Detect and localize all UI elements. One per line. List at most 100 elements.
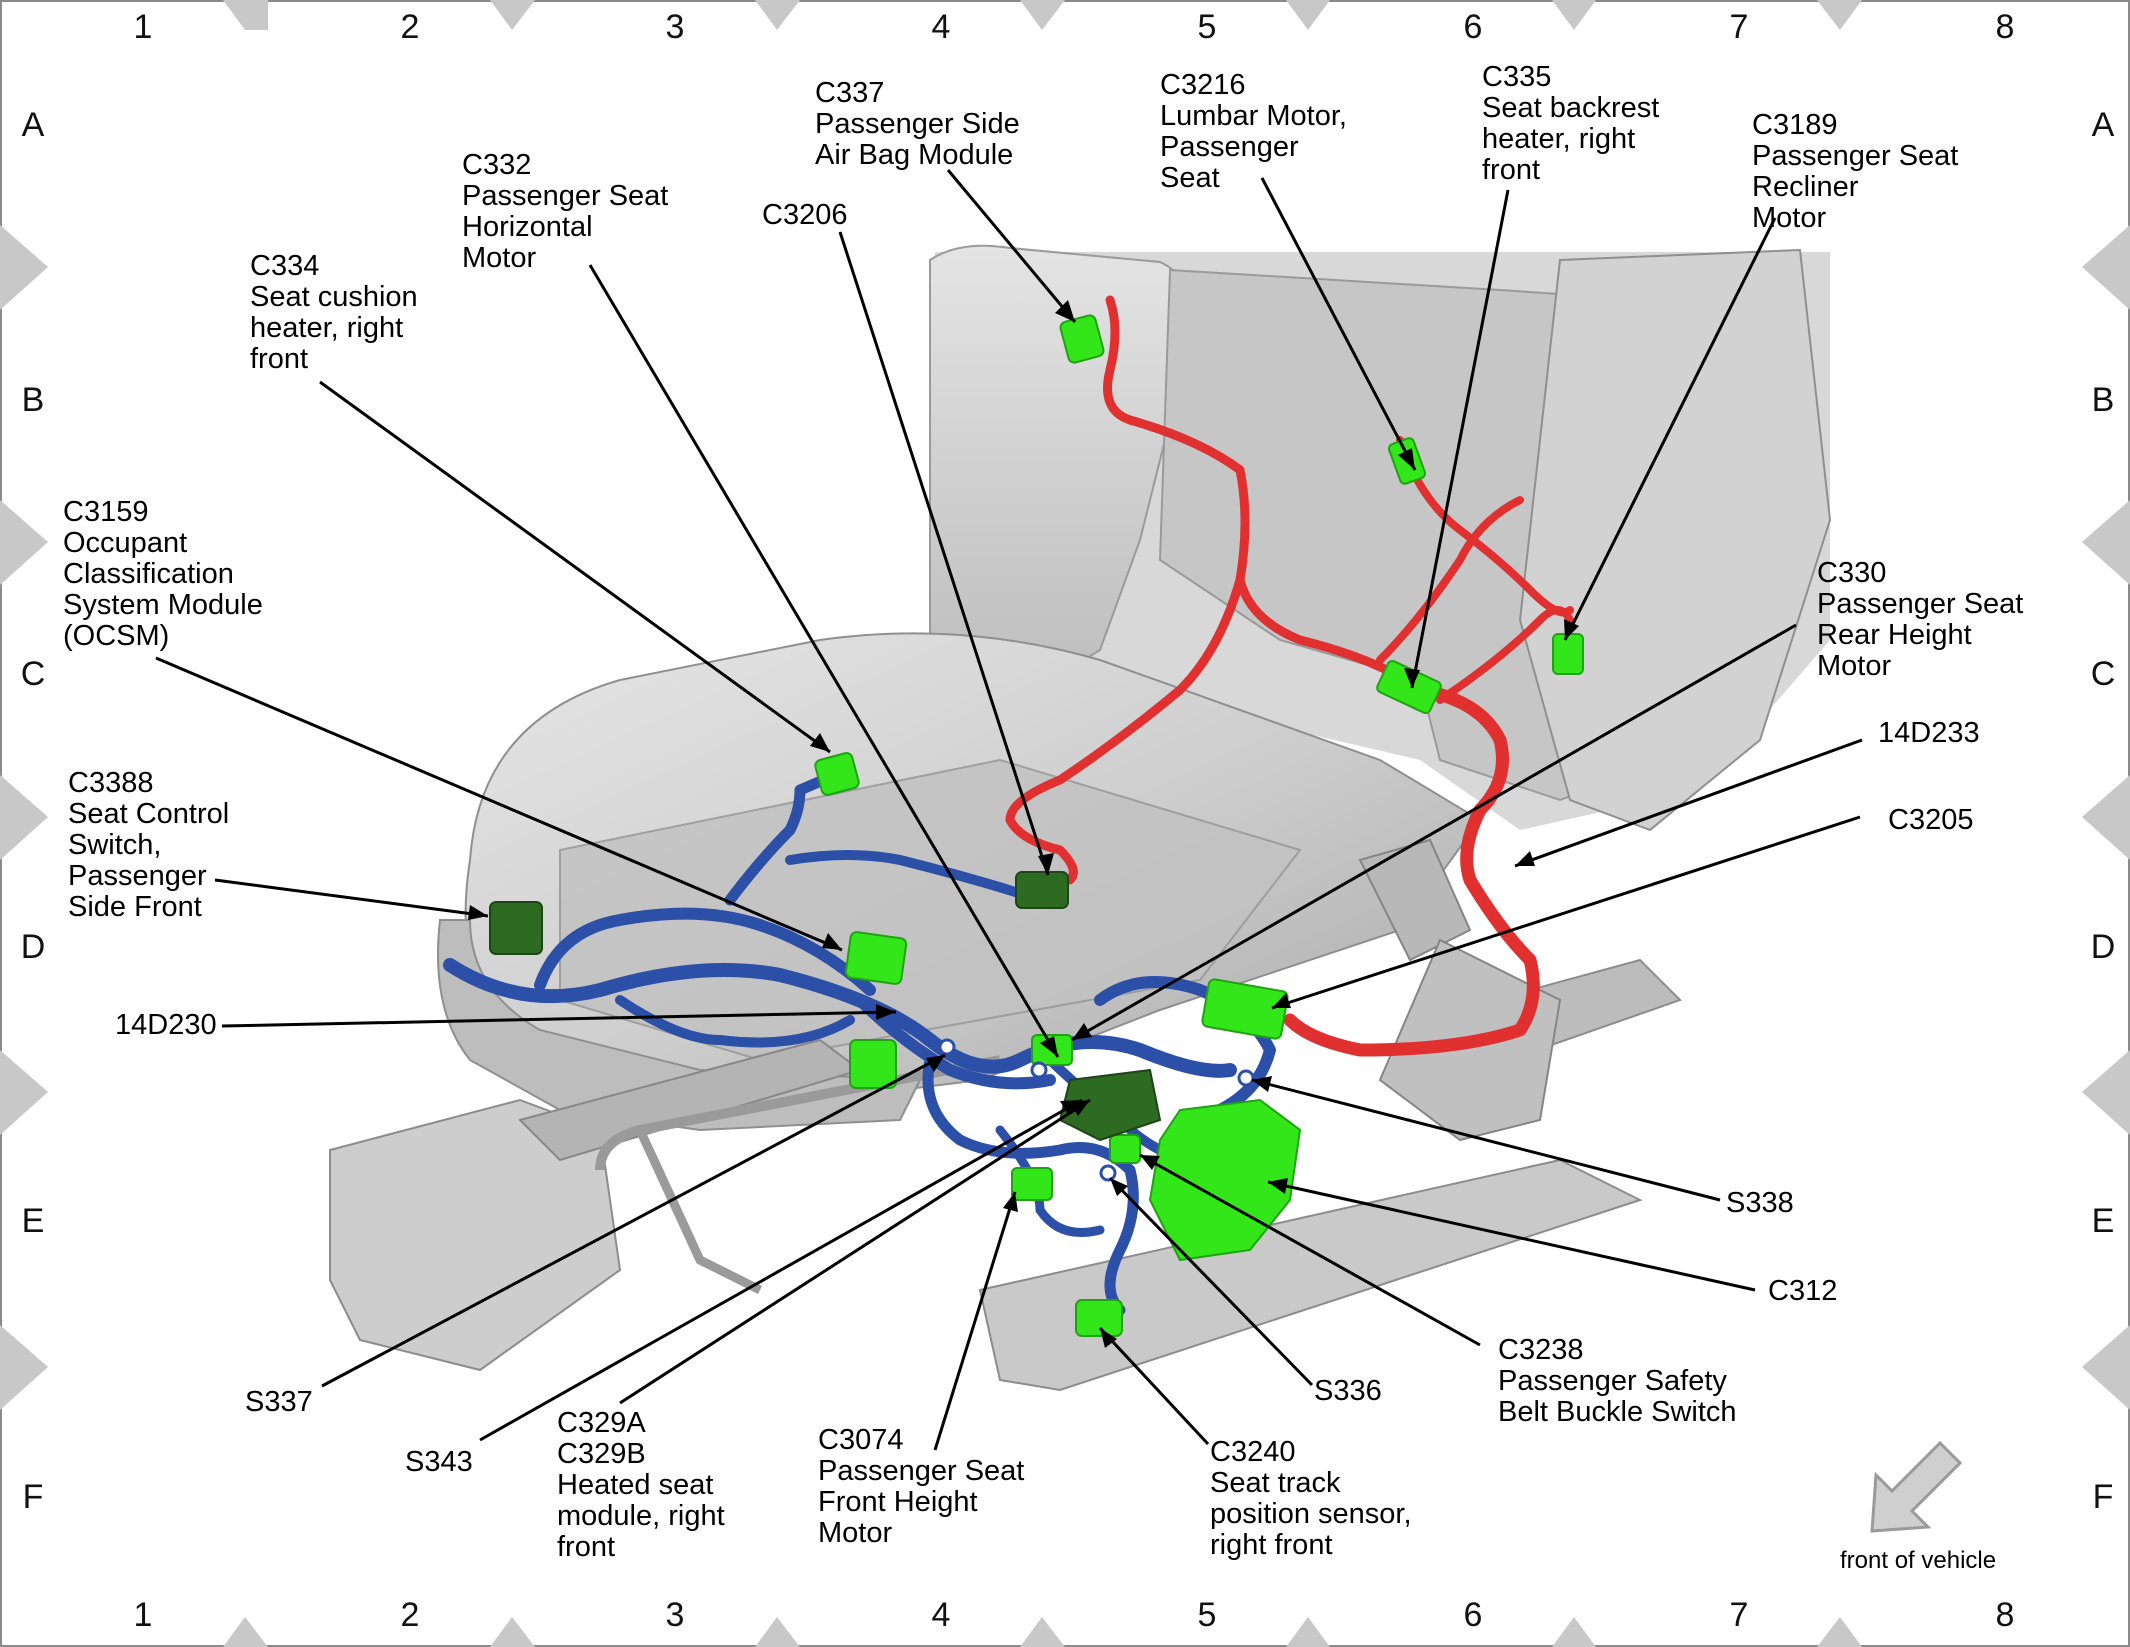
row-label-b: B bbox=[21, 381, 45, 419]
callout-c3240: C3240 Seat track position sensor, right … bbox=[1210, 1437, 1412, 1561]
callout-c3074: C3074 Passenger Seat Front Height Motor bbox=[818, 1425, 1024, 1549]
callout-c334-id: C334 bbox=[250, 250, 320, 282]
callout-c3206-id: C3206 bbox=[762, 199, 848, 231]
col-label-bottom-3: 3 bbox=[665, 1596, 685, 1634]
callout-c3238-id: C3238 bbox=[1498, 1334, 1584, 1366]
callout-s337: S337 bbox=[245, 1387, 313, 1418]
front-of-vehicle-indicator: front of vehicle bbox=[1840, 1435, 2020, 1585]
connector-c3189 bbox=[1552, 633, 1584, 675]
callout-c332-desc-3: Motor bbox=[462, 242, 537, 274]
callout-c3189-id: C3189 bbox=[1752, 109, 1838, 141]
callout-s336-id: S336 bbox=[1314, 1375, 1382, 1407]
callout-s338: S338 bbox=[1726, 1188, 1794, 1219]
row-label-right-b: B bbox=[2091, 381, 2115, 419]
col-label-bottom-4: 4 bbox=[931, 1596, 951, 1634]
callout-c330: C330 Passenger Seat Rear Height Motor bbox=[1817, 558, 2023, 682]
callout-c3388-desc-3: Passenger bbox=[68, 860, 207, 892]
row-label-right-d: D bbox=[2090, 928, 2116, 966]
seat-frame-bar-2 bbox=[635, 1128, 763, 1295]
col-label-8: 8 bbox=[1995, 8, 2015, 46]
callout-c329: C329A C329B Heated seat module, right fr… bbox=[557, 1408, 725, 1563]
callout-c3240-id: C3240 bbox=[1210, 1436, 1296, 1468]
connector-c3205 bbox=[1201, 978, 1289, 1040]
callout-c3216: C3216 Lumbar Motor, Passenger Seat bbox=[1160, 70, 1347, 194]
callout-c332: C332 Passenger Seat Horizontal Motor bbox=[462, 150, 668, 274]
col-label-bottom-7: 7 bbox=[1729, 1596, 1749, 1634]
callout-14d233: 14D233 bbox=[1878, 718, 1980, 749]
callout-c329b-id: C329B bbox=[557, 1438, 646, 1470]
row-label-a: A bbox=[21, 106, 45, 144]
callout-c3388: C3388 Seat Control Switch, Passenger Sid… bbox=[68, 768, 229, 923]
arrow-down-left-icon bbox=[1870, 1440, 1963, 1533]
front-of-vehicle-label: front of vehicle bbox=[1840, 1547, 1997, 1574]
seat-illustration bbox=[329, 244, 1832, 1392]
callout-c3240-desc-3: right front bbox=[1210, 1529, 1333, 1561]
callout-c329-desc-1: Heated seat bbox=[557, 1469, 714, 1501]
callout-14d233-id: 14D233 bbox=[1878, 717, 1980, 749]
callout-c330-desc-2: Rear Height bbox=[1817, 619, 1972, 651]
col-label-5: 5 bbox=[1197, 8, 1217, 46]
callout-c3189-desc-3: Motor bbox=[1752, 202, 1827, 234]
callout-c3238-desc-2: Belt Buckle Switch bbox=[1498, 1396, 1737, 1428]
splice-s337 bbox=[938, 1038, 956, 1056]
callout-c337: C337 Passenger Side Air Bag Module bbox=[815, 78, 1020, 171]
callout-c337-id: C337 bbox=[815, 77, 885, 109]
row-label-right-e: E bbox=[2091, 1202, 2115, 1240]
callout-c337-desc-2: Air Bag Module bbox=[815, 139, 1014, 171]
connector-c3238 bbox=[1109, 1134, 1141, 1164]
callout-c3074-desc-3: Motor bbox=[818, 1517, 893, 1549]
connector-c3074 bbox=[1011, 1167, 1053, 1201]
callout-c3240-desc-1: Seat track bbox=[1210, 1467, 1341, 1499]
callout-14d230: 14D230 bbox=[115, 1010, 217, 1041]
callout-c3159-desc-4: (OCSM) bbox=[63, 620, 170, 652]
callout-c335-id: C335 bbox=[1482, 61, 1552, 93]
callout-c3074-desc-1: Passenger Seat bbox=[818, 1455, 1025, 1487]
callout-c3216-id: C3216 bbox=[1160, 69, 1246, 101]
callout-c3388-desc-4: Side Front bbox=[68, 891, 202, 923]
callout-c3388-desc-2: Switch, bbox=[68, 829, 162, 861]
callout-c3388-id: C3388 bbox=[68, 767, 154, 799]
row-label-f: F bbox=[22, 1478, 44, 1516]
col-label-4: 4 bbox=[931, 8, 951, 46]
callout-c332-desc-1: Passenger Seat bbox=[462, 180, 669, 212]
callout-c3206: C3206 bbox=[762, 200, 847, 231]
callout-c3205-id: C3205 bbox=[1888, 804, 1974, 836]
callout-c3159-desc-1: Occupant bbox=[63, 527, 188, 559]
connector-c3206 bbox=[1015, 871, 1069, 909]
callout-c329a-id: C329A bbox=[557, 1407, 646, 1439]
callout-s337-id: S337 bbox=[245, 1386, 313, 1418]
col-label-bottom-8: 8 bbox=[1995, 1596, 2015, 1634]
row-label-right-f: F bbox=[2092, 1478, 2114, 1516]
callout-c3074-id: C3074 bbox=[818, 1424, 904, 1456]
callout-c3074-desc-2: Front Height bbox=[818, 1486, 978, 1518]
callout-c3216-desc-1: Lumbar Motor, bbox=[1160, 100, 1347, 132]
callout-s343-id: S343 bbox=[405, 1446, 473, 1478]
callout-14d230-id: 14D230 bbox=[115, 1009, 217, 1041]
callout-s343: S343 bbox=[405, 1447, 473, 1478]
callout-c334-desc-2: heater, right bbox=[250, 312, 404, 344]
callout-c337-desc-1: Passenger Side bbox=[815, 108, 1020, 140]
callout-c329-desc-3: front bbox=[557, 1531, 616, 1563]
col-label-bottom-5: 5 bbox=[1197, 1596, 1217, 1634]
callout-c3189: C3189 Passenger Seat Recliner Motor bbox=[1752, 110, 1958, 234]
splice-s343 bbox=[1030, 1061, 1048, 1079]
callout-c3216-desc-3: Seat bbox=[1160, 162, 1220, 194]
callout-c3159: C3159 Occupant Classification System Mod… bbox=[63, 497, 263, 652]
callout-c329-desc-2: module, right bbox=[557, 1500, 725, 1532]
row-label-c: C bbox=[20, 655, 46, 693]
callout-s336: S336 bbox=[1314, 1376, 1382, 1407]
callout-c312-id: C312 bbox=[1768, 1275, 1838, 1307]
callout-c3189-desc-1: Passenger Seat bbox=[1752, 140, 1959, 172]
col-label-7: 7 bbox=[1729, 8, 1749, 46]
row-label-d: D bbox=[20, 928, 46, 966]
connector-c3159 bbox=[844, 931, 908, 985]
callout-c3240-desc-2: position sensor, bbox=[1210, 1498, 1412, 1530]
callout-c332-desc-2: Horizontal bbox=[462, 211, 593, 243]
callout-c330-desc-1: Passenger Seat bbox=[1817, 588, 2024, 620]
connector-c3240 bbox=[1075, 1299, 1123, 1337]
col-label-6: 6 bbox=[1463, 8, 1483, 46]
callout-c335-desc-1: Seat backrest bbox=[1482, 92, 1660, 124]
callout-c3238: C3238 Passenger Safety Belt Buckle Switc… bbox=[1498, 1335, 1737, 1428]
splice-s336 bbox=[1099, 1164, 1117, 1182]
col-label-2: 2 bbox=[400, 8, 420, 46]
